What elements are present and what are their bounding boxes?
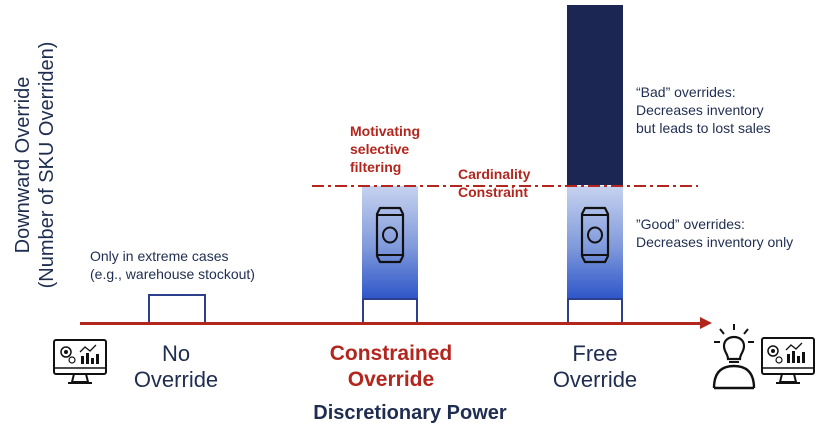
x-axis-line <box>80 322 705 325</box>
category-constrained-line1: Constrained <box>329 342 453 365</box>
y-axis-label-line1: Downward Override <box>12 76 34 254</box>
annotation-cardinality-line1: Cardinality <box>458 166 531 182</box>
category-constrained-override: Constrained Override <box>316 341 466 393</box>
free-override-base <box>567 298 623 324</box>
annotation-motivating-line3: filtering <box>350 159 402 175</box>
category-no-line2: Override <box>133 367 219 392</box>
annotation-extreme-line2: (e.g., warehouse stockout) <box>90 266 255 282</box>
annotation-good-line1: ”Good” overrides: <box>636 216 745 232</box>
category-free-line1: Free <box>572 341 618 366</box>
annotation-motivating-line2: selective <box>350 141 410 157</box>
annotation-cardinality-line2: Constraint <box>458 184 528 200</box>
category-no-line1: No <box>161 341 191 366</box>
category-constrained-line2: Override <box>347 368 435 391</box>
annotation-extreme-line1: Only in extreme cases <box>90 248 229 264</box>
soda-can-icon <box>375 206 405 264</box>
person-lightbulb-monitor-icon <box>712 324 815 390</box>
category-free-line2: Override <box>552 367 638 392</box>
y-axis-label-line2: (Number of SKU Overriden) <box>36 41 58 289</box>
cardinality-constraint-line <box>312 185 698 187</box>
free-override-bad-segment <box>567 5 623 185</box>
annotation-bad-line2: Decreases inventory <box>636 102 764 118</box>
x-axis-title: Discretionary Power <box>313 402 507 424</box>
annotation-good-overrides: ”Good” overrides: Decreases inventory on… <box>636 215 793 251</box>
category-no-override: No Override <box>101 341 251 393</box>
annotation-cardinality: Cardinality Constraint <box>458 165 530 201</box>
annotation-bad-line3: but leads to lost sales <box>636 120 771 136</box>
category-free-override: Free Override <box>520 341 670 393</box>
y-axis-label: Downward Override (Number of SKU Overrid… <box>0 0 70 330</box>
soda-can-icon <box>580 206 610 264</box>
annotation-good-line2: Decreases inventory only <box>636 234 794 250</box>
annotation-motivating: Motivating selective filtering <box>350 122 420 176</box>
annotation-motivating-line1: Motivating <box>350 123 420 139</box>
annotation-extreme-cases: Only in extreme cases (e.g., warehouse s… <box>90 247 255 283</box>
x-axis-arrowhead <box>700 317 712 329</box>
no-override-bar <box>148 294 206 324</box>
annotation-bad-overrides: “Bad” overrides: Decreases inventory but… <box>636 83 771 137</box>
dashboard-monitor-icon <box>53 339 107 384</box>
constrained-override-base <box>362 298 418 324</box>
annotation-bad-line1: “Bad” overrides: <box>636 84 736 100</box>
